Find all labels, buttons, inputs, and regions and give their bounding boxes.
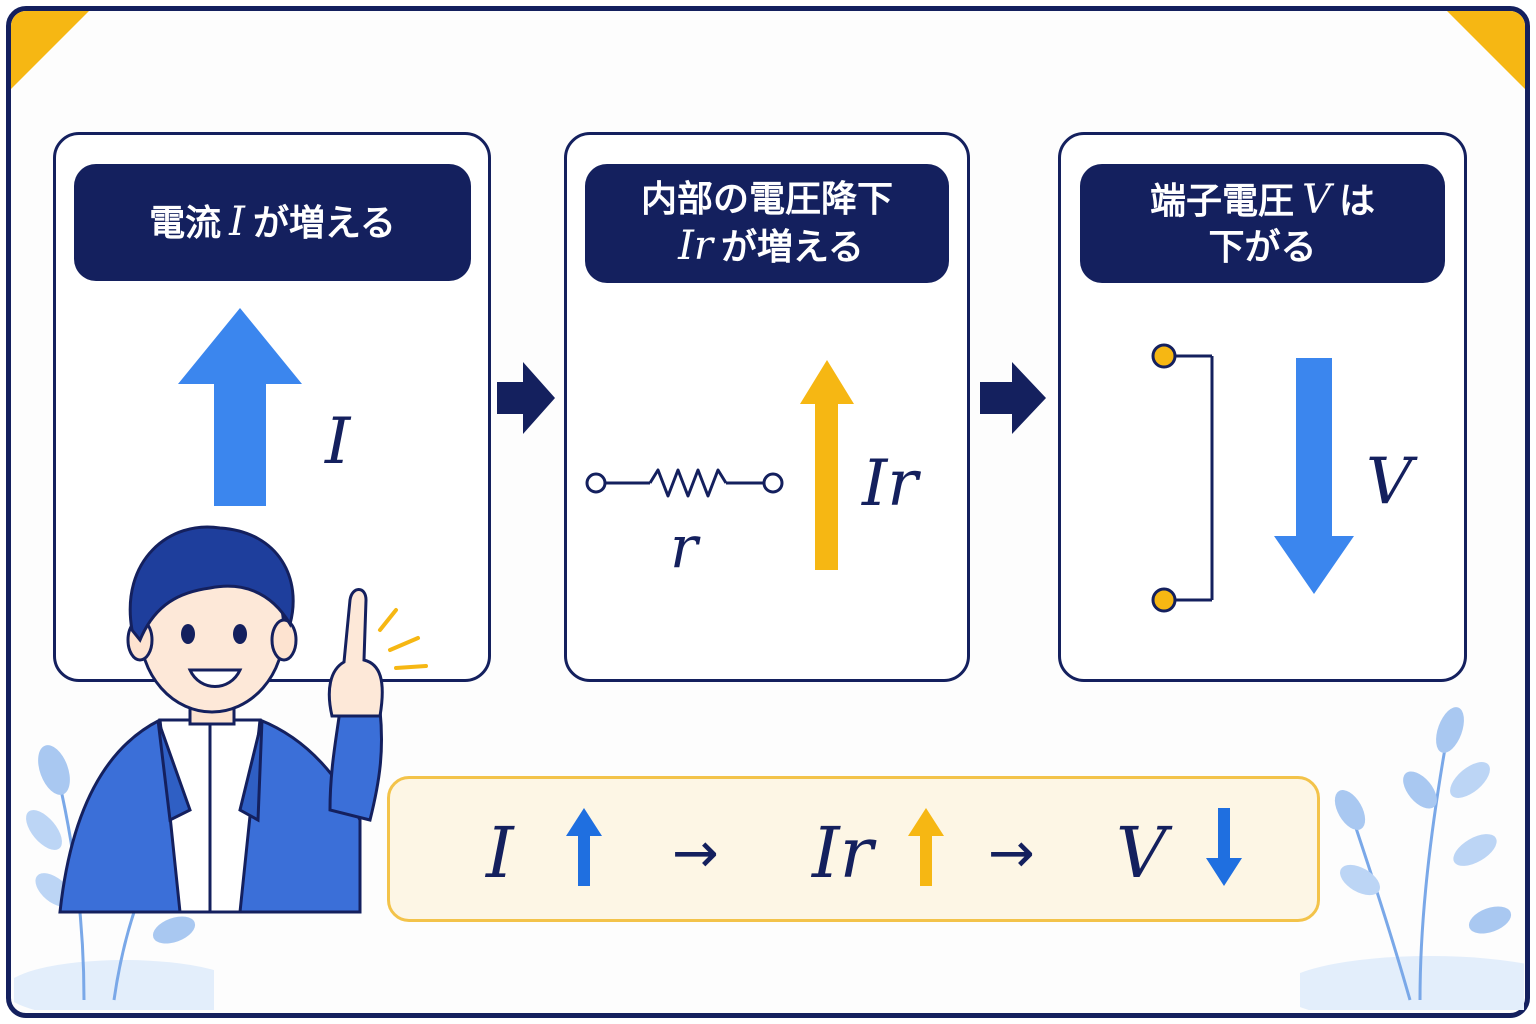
header-variable: V: [1302, 176, 1331, 223]
right-arrow-icon: [980, 362, 1046, 434]
header-line: 電流 I が増える: [149, 199, 396, 247]
header-text: は: [1338, 180, 1375, 222]
header-variable: Ir: [678, 222, 713, 269]
summary-separator-arrow: →: [988, 821, 1035, 886]
header-text: 電流: [149, 202, 222, 244]
header-text: が増える: [721, 226, 864, 268]
resistor-label: r: [670, 513, 698, 581]
up-arrow-icon: [178, 308, 302, 506]
header-line: 端子電圧 V は: [1150, 177, 1375, 225]
up-arrow-icon: [566, 808, 602, 886]
header-variable: I: [229, 198, 245, 245]
down-arrow-icon: [1206, 808, 1242, 886]
step-header-voltage-drop: 内部の電圧降下 Ir が増える: [585, 164, 949, 283]
header-text: 端子電圧: [1150, 180, 1295, 222]
summary-item-terminal-voltage: V: [1116, 812, 1167, 894]
terminal-voltage-label: V: [1366, 445, 1413, 519]
leaf-decoration: [1300, 707, 1524, 1010]
header-text: 内部の電圧降下: [640, 178, 893, 220]
up-arrow-icon: [800, 360, 854, 570]
down-arrow-icon: [1274, 358, 1354, 594]
step-header-current: 電流 I が増える: [74, 164, 471, 281]
right-arrow-icon: [497, 362, 555, 434]
summary-item-current: I: [486, 812, 514, 894]
person-pointing-illustration: [58, 525, 428, 914]
step-header-terminal-voltage: 端子電圧 V は 下がる: [1080, 164, 1445, 283]
summary-box: [387, 776, 1320, 922]
header-text: が増える: [252, 202, 396, 244]
up-arrow-icon: [908, 808, 944, 886]
summary-item-voltage-drop: Ir: [812, 812, 874, 894]
header-line: 内部の電圧降下: [641, 177, 893, 223]
header-text: 下がる: [1208, 226, 1317, 268]
resistor-icon: [585, 468, 784, 498]
current-label: I: [325, 405, 351, 479]
corner-accent-top-right: [1447, 11, 1525, 89]
corner-accent-top-left: [11, 11, 89, 89]
terminal-icon: [1151, 343, 1214, 613]
voltage-drop-label: Ir: [862, 447, 918, 521]
summary-separator-arrow: →: [672, 821, 719, 886]
header-line: 下がる: [1208, 225, 1316, 271]
header-line: Ir が増える: [670, 223, 864, 271]
